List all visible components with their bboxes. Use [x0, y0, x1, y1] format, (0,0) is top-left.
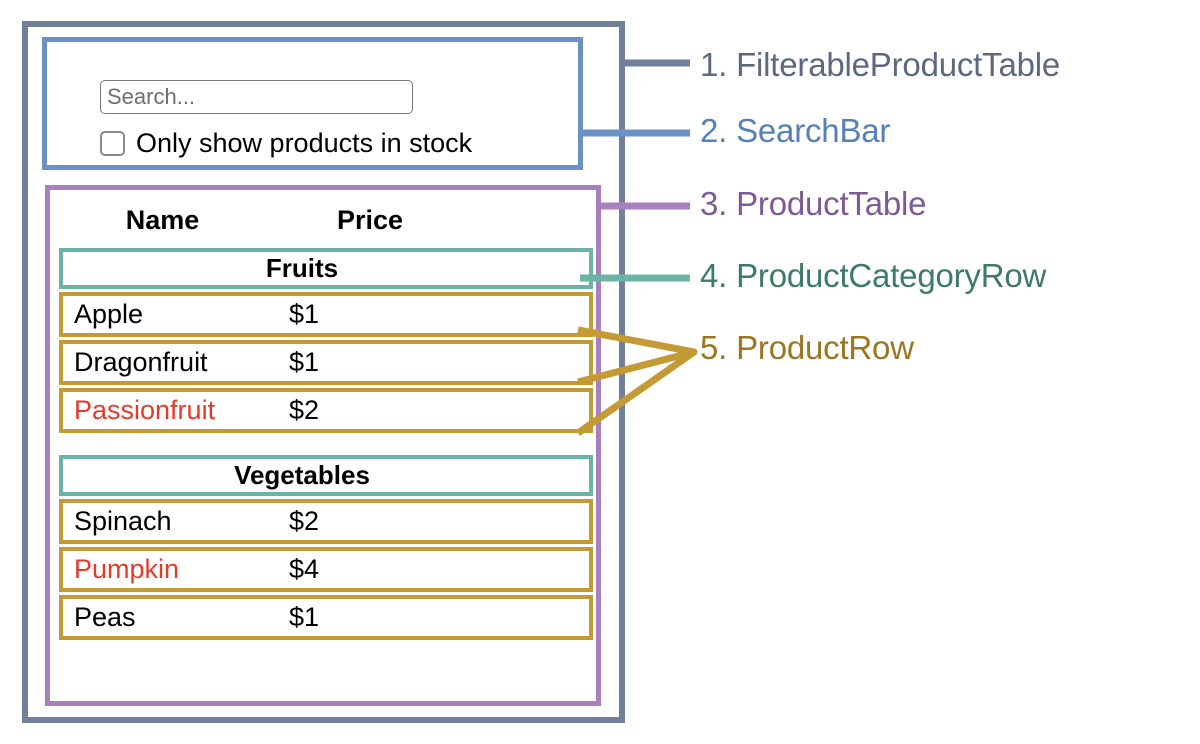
product-price: $4	[289, 554, 320, 584]
product-price: $2	[289, 506, 320, 536]
search-bar-boundary: Search... Only show products in stock	[42, 37, 583, 170]
product-row[interactable]: Dragonfruit $1	[59, 340, 593, 385]
product-rows: Fruits Apple $1 Dragonfruit $1 Passionfr…	[59, 248, 593, 643]
product-row[interactable]: Spinach $2	[59, 499, 593, 544]
product-category-row: Fruits	[59, 248, 593, 289]
legend-item-product-row: 5. ProductRow	[700, 329, 914, 366]
legend-item-product-table: 3. ProductTable	[700, 185, 927, 222]
product-name: Dragonfruit	[74, 347, 208, 377]
product-price: $2	[289, 395, 320, 425]
category-label: Vegetables	[234, 460, 370, 490]
group-spacer	[59, 436, 593, 455]
product-name: Apple	[74, 299, 144, 329]
category-label: Fruits	[265, 253, 339, 283]
product-row[interactable]: Passionfruit $2	[59, 388, 593, 433]
product-price: $1	[289, 602, 320, 632]
in-stock-filter-label: Only show products in stock	[136, 128, 473, 158]
legend-item-search-bar: 2. SearchBar	[700, 112, 891, 149]
column-header-name: Name	[125, 204, 200, 235]
product-name: Pumpkin	[74, 554, 180, 584]
checkbox-icon[interactable]	[100, 131, 125, 156]
search-input[interactable]: Search...	[100, 80, 413, 114]
table-header-row: Name Price	[50, 198, 574, 242]
product-table: Name Price Fruits Apple $1 Dragonfruit $…	[50, 190, 596, 701]
product-name: Peas	[74, 602, 136, 632]
product-row[interactable]: Apple $1	[59, 292, 593, 337]
product-category-row: Vegetables	[59, 455, 593, 496]
legend-item-filterable-product-table: 1. FilterableProductTable	[700, 46, 1061, 83]
product-table-boundary: Name Price Fruits Apple $1 Dragonfruit $…	[45, 185, 601, 706]
column-header-price: Price	[336, 204, 404, 235]
product-row[interactable]: Pumpkin $4	[59, 547, 593, 592]
product-name: Passionfruit	[74, 395, 216, 425]
in-stock-filter[interactable]: Only show products in stock	[100, 130, 472, 157]
legend-item-product-category-row: 4. ProductCategoryRow	[700, 257, 1047, 294]
product-price: $1	[289, 347, 320, 377]
product-row[interactable]: Peas $1	[59, 595, 593, 640]
product-price: $1	[289, 299, 320, 329]
product-name: Spinach	[74, 506, 172, 536]
